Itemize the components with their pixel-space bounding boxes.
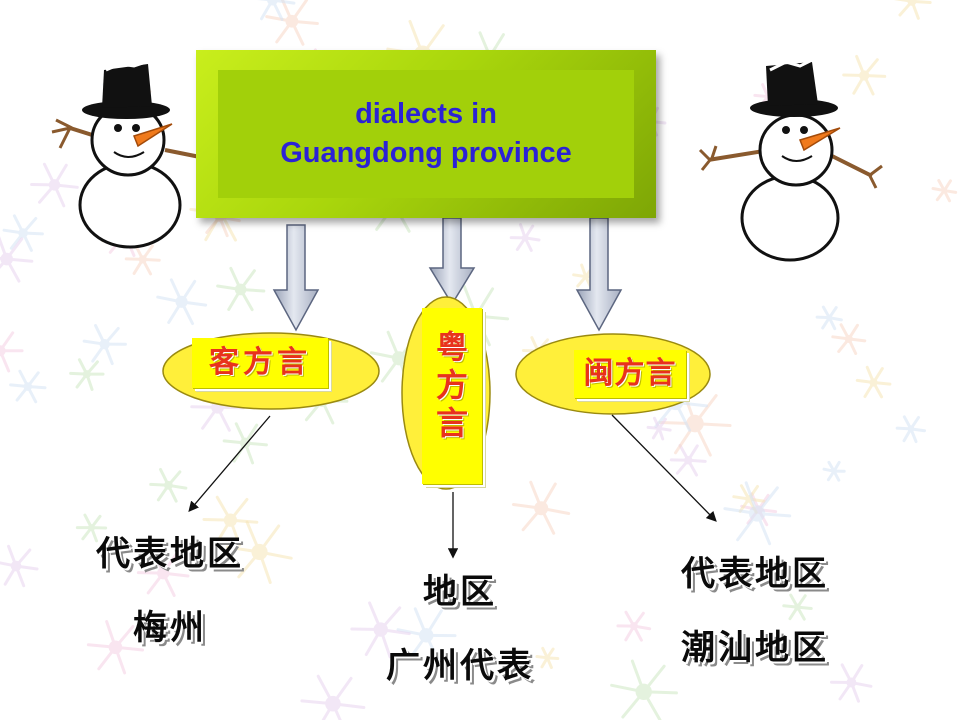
snowflake-icon — [216, 266, 266, 312]
snowflake-icon — [222, 422, 268, 465]
snowflake-icon — [815, 305, 843, 331]
snowflake-icon — [511, 480, 571, 535]
snowman-icon — [698, 58, 883, 262]
snowflake-icon — [136, 549, 190, 597]
snowflake-icon — [0, 544, 39, 588]
snowflake-icon — [202, 495, 259, 547]
snowflake-icon — [0, 331, 24, 373]
snowflake-icon — [829, 663, 873, 703]
region-middle-heading: 地区 — [423, 572, 497, 612]
snowflake-icon — [156, 278, 208, 326]
snowflake-icon — [0, 236, 34, 283]
snowflake-icon — [723, 481, 792, 546]
snowflake-icon — [69, 358, 105, 391]
region-left-place: 梅州 — [133, 608, 207, 648]
connector-arrow-left — [188, 415, 271, 512]
title-face: dialects in Guangdong province — [218, 70, 634, 198]
label-min-dialect: 闽方言 — [574, 350, 686, 398]
snowflake-icon — [855, 365, 892, 399]
snowflake-icon — [822, 460, 846, 482]
snowflake-icon — [658, 388, 732, 457]
snowflake-icon — [257, 0, 296, 21]
snowflake-icon — [831, 323, 867, 355]
label-yue-dialect: 粤 方 言 — [422, 308, 482, 484]
connector-arrow-right — [611, 414, 717, 522]
title-line-2: Guangdong province — [280, 137, 572, 169]
label-yue-char-3: 言 — [435, 404, 468, 442]
snowflake-icon — [669, 443, 707, 477]
snowflake-icon — [86, 620, 145, 675]
block-arrow-left — [272, 224, 320, 332]
snowflake-icon — [350, 601, 411, 659]
block-arrow-middle — [428, 217, 476, 306]
region-right-heading: 代表地区 — [681, 554, 829, 594]
label-yue-char-2: 方 — [435, 366, 468, 404]
snowflake-icon — [124, 243, 161, 276]
snowflake-icon — [782, 593, 813, 621]
snowflake-icon — [149, 467, 188, 503]
snowman-icon — [51, 60, 227, 249]
title-line-1: dialects in — [355, 98, 497, 130]
region-middle-place: 广州代表 — [386, 646, 534, 686]
region-right-place: 潮汕地区 — [681, 628, 829, 668]
snowflake-icon — [893, 0, 932, 20]
title-box: dialects in Guangdong province — [196, 50, 656, 218]
snowflake-icon — [2, 214, 44, 252]
block-arrow-right — [575, 217, 623, 332]
label-yue-char-1: 粤 — [435, 328, 468, 366]
snowflake-icon — [931, 179, 958, 203]
snowflake-icon — [265, 0, 319, 46]
snowflake-icon — [842, 54, 887, 96]
snowflake-icon — [300, 674, 366, 720]
snowflake-icon — [9, 369, 47, 404]
label-hakka-dialect: 客方言 — [192, 338, 328, 388]
snowflake-icon — [30, 162, 79, 208]
snowflake-icon — [509, 223, 541, 252]
snowflake-icon — [895, 415, 927, 444]
snowflake-icon — [226, 520, 293, 584]
snowflake-icon — [646, 416, 672, 441]
snowflake-icon — [535, 646, 560, 669]
snowflake-icon — [616, 610, 652, 642]
snowflake-icon — [610, 659, 678, 720]
snowflake-icon — [82, 324, 127, 366]
snowflake-icon — [396, 607, 457, 663]
region-left-heading: 代表地区 — [96, 534, 244, 574]
snowflake-icon — [75, 513, 108, 543]
